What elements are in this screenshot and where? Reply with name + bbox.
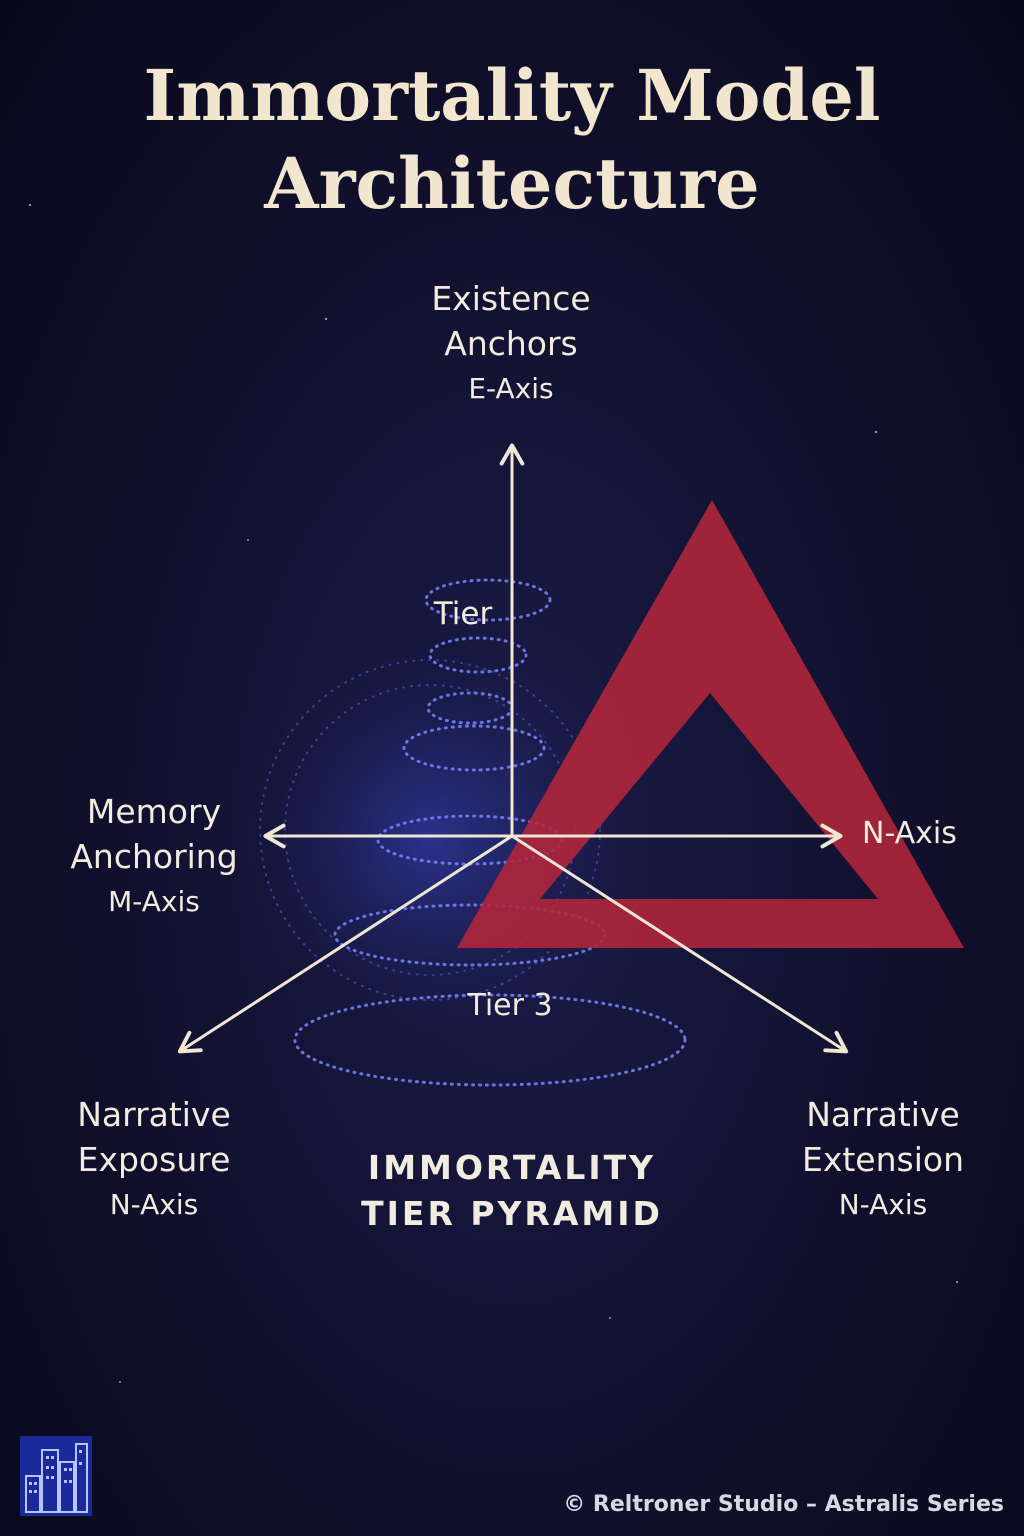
tier-top-label: Tier	[433, 596, 493, 632]
memory-axis-name: M-Axis	[108, 885, 200, 918]
star-field	[28, 203, 959, 1383]
copyright-footer: © Reltroner Studio – Astralis Series	[563, 1492, 1004, 1517]
memory-anchoring-label: Memory Anchoring M-Axis	[14, 789, 294, 925]
extension-axis-name: N-Axis	[838, 1188, 928, 1221]
pyramid-caption-line-1: IMMORTALITY	[367, 1148, 657, 1187]
extension-line-2: Extension	[801, 1140, 964, 1179]
extension-line-1: Narrative	[806, 1095, 960, 1134]
existence-axis-name: E-Axis	[468, 372, 554, 405]
pyramid-caption-line-2: TIER PYRAMID	[361, 1194, 663, 1233]
existence-line-2: Anchors	[444, 324, 578, 363]
city-buildings-icon	[20, 1436, 92, 1516]
memory-line-1: Memory	[86, 792, 222, 831]
memory-line-2: Anchoring	[70, 837, 238, 876]
narrative-exposure-label: Narrative Exposure N-Axis	[4, 1092, 304, 1228]
pyramid-caption: IMMORTALITY TIER PYRAMID	[312, 1145, 712, 1237]
page-title: Immortality Model Architecture	[0, 52, 1024, 228]
n-axis-exposure-line	[177, 834, 514, 1054]
n-axis-right-label: N-Axis	[862, 816, 957, 851]
tier-3-label: Tier 3	[467, 988, 553, 1023]
title-line-2: Architecture	[264, 142, 760, 225]
exposure-axis-name: N-Axis	[109, 1188, 199, 1221]
exposure-line-1: Narrative	[77, 1095, 231, 1134]
title-line-1: Immortality Model	[143, 54, 881, 137]
n-axis-extension-line	[510, 834, 849, 1054]
existence-line-1: Existence	[431, 279, 591, 318]
narrative-extension-label: Narrative Extension N-Axis	[733, 1092, 1024, 1228]
exposure-line-2: Exposure	[77, 1140, 231, 1179]
axes	[177, 443, 849, 1054]
existence-anchors-label: Existence Anchors E-Axis	[361, 276, 661, 412]
